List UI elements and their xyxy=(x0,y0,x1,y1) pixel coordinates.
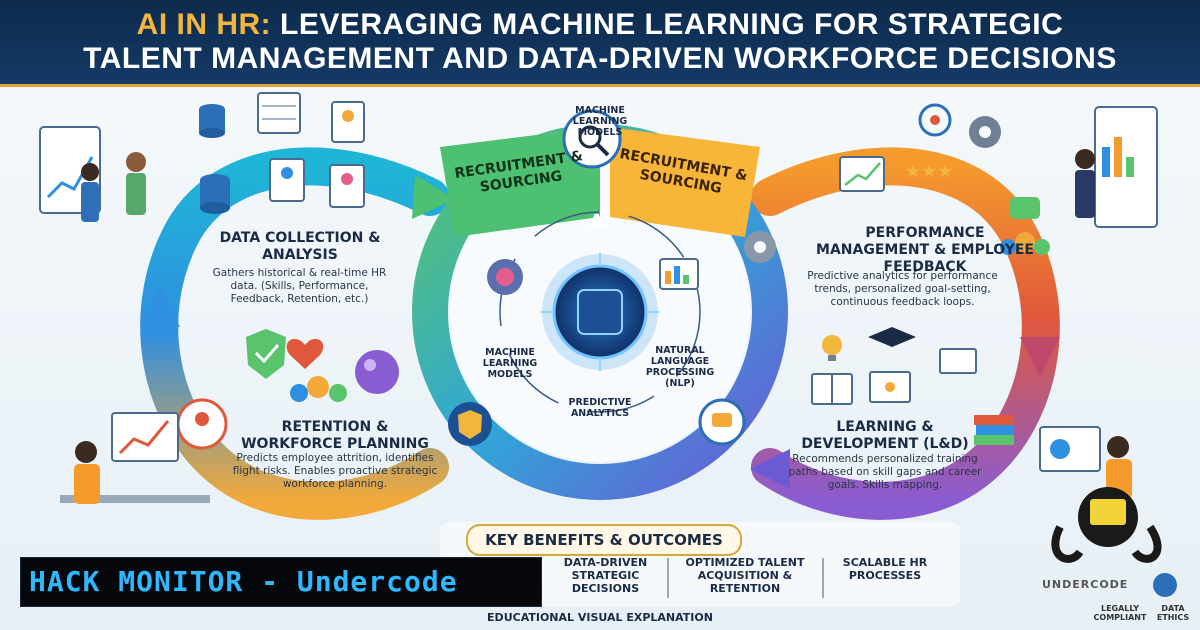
stage-title-retention: RETENTION & WORKFORCE PLANNING xyxy=(241,419,429,452)
benefit-scalable: SCALABLE HR PROCESSES xyxy=(842,556,928,582)
stage-title-data-collection: DATA COLLECTION & ANALYSIS xyxy=(219,230,381,263)
heart-icon xyxy=(286,338,324,369)
stage-desc-performance: Predictive analytics for performance tre… xyxy=(807,270,998,308)
laptop-icon xyxy=(939,348,977,374)
badge-data-ethics: DATA ETHICS xyxy=(1156,604,1190,622)
badge-legally-compliant: LEGALLY COMPLIANT xyxy=(1093,604,1147,622)
database-icon xyxy=(199,104,225,138)
shield-check-icon-2 xyxy=(448,402,492,446)
core-label-ml-left: MACHINE LEARNING MODELS xyxy=(482,347,538,380)
hack-monitor-banner: HACK MONITOR - Undercode xyxy=(20,557,542,607)
server-rack-icon xyxy=(257,92,301,134)
star-rating-icon: ★★★ xyxy=(905,161,953,182)
stage-desc-learning: Recommends personalized training paths b… xyxy=(788,453,982,491)
stage-desc-retention: Predicts employee attrition, identifies … xyxy=(232,452,438,490)
gear-icon xyxy=(744,231,776,263)
team-icon-3 xyxy=(176,398,228,450)
crystal-ball-icon xyxy=(355,350,399,394)
book-stack-icon xyxy=(974,415,1014,445)
title-line1: LEVERAGING MACHINE LEARNING FOR STRATEGI… xyxy=(280,8,1064,41)
stage-title-performance: PERFORMANCE MANAGEMENT & EMPLOYEE FEEDBA… xyxy=(816,225,1034,275)
resume-icon-2 xyxy=(329,164,365,208)
undercode-logo xyxy=(1051,487,1177,597)
title-line2: TALENT MANAGEMENT AND DATA-DRIVEN WORKFO… xyxy=(83,42,1117,75)
title-accent: AI IN HR: xyxy=(136,8,272,41)
benefit-divider-1 xyxy=(667,558,669,598)
arrow-bottom xyxy=(750,449,790,489)
stage-desc-data-collection: Gathers historical & real-time HR data. … xyxy=(212,267,387,305)
benefits-title: KEY BENEFITS & OUTCOMES xyxy=(466,524,742,556)
hack-monitor-text: HACK MONITOR - Undercode xyxy=(29,565,458,598)
graduation-cap-icon xyxy=(868,327,916,347)
arrow-left-up xyxy=(140,287,180,327)
cycle-diagram: ★★★ xyxy=(39,92,1177,607)
footer-caption: EDUCATIONAL VISUAL EXPLANATION xyxy=(487,611,713,624)
resume-icon xyxy=(331,101,365,143)
shield-check-icon xyxy=(246,329,286,379)
database-icon-2 xyxy=(200,174,230,214)
chart-icon xyxy=(839,156,885,192)
analyst-person-left xyxy=(39,126,146,222)
lightbulb-icon xyxy=(822,335,842,361)
brain-icon xyxy=(487,259,523,295)
target-icon xyxy=(918,103,952,137)
document-icon xyxy=(269,158,305,202)
analyst-desk-right xyxy=(1039,426,1132,499)
core-orbit xyxy=(499,211,701,413)
ai-chip-icon xyxy=(577,289,623,335)
chat-icon-2 xyxy=(698,398,746,446)
ai-core-label: AI xyxy=(589,211,611,232)
ai-circuit-lines xyxy=(541,253,659,371)
benefit-data-driven: DATA-DRIVEN STRATEGIC DECISIONS xyxy=(563,556,648,595)
core-label-ml-top: MACHINE LEARNING MODELS xyxy=(572,105,628,138)
book-icon xyxy=(811,373,853,405)
page-title: AI IN HR: LEVERAGING MACHINE LEARNING FO… xyxy=(0,8,1200,76)
svg-text:★★★: ★★★ xyxy=(905,161,953,182)
analyst-person-right xyxy=(1075,106,1158,228)
arrow-right-down xyxy=(1020,337,1060,377)
diagram-area: ★★★ xyxy=(0,87,1200,630)
core-label-nlp: NATURAL LANGUAGE PROCESSING (NLP) xyxy=(645,345,715,389)
chart-icon-2 xyxy=(869,371,911,403)
team-icon xyxy=(1000,232,1050,255)
core-label-predictive: PREDICTIVE ANALYTICS xyxy=(568,397,632,419)
header-banner: AI IN HR: LEVERAGING MACHINE LEARNING FO… xyxy=(0,0,1200,87)
analyst-desk-left xyxy=(60,412,210,504)
arrow-top xyxy=(412,175,455,219)
chat-icon xyxy=(1010,197,1040,219)
banner-right-shape xyxy=(610,127,760,237)
logo-text: UNDERCODE xyxy=(1042,578,1129,591)
banner-left-shape xyxy=(440,127,600,237)
stage-title-learning: LEARNING & DEVELOPMENT (L&D) xyxy=(801,419,969,452)
analytics-screen-icon xyxy=(659,258,699,290)
team-icon-2 xyxy=(290,376,347,402)
search-icon xyxy=(562,109,622,169)
benefit-optimized-talent: OPTIMIZED TALENT ACQUISITION & RETENTION xyxy=(685,556,805,595)
benefit-divider-2 xyxy=(822,558,824,598)
gear-icon-2 xyxy=(969,116,1001,148)
